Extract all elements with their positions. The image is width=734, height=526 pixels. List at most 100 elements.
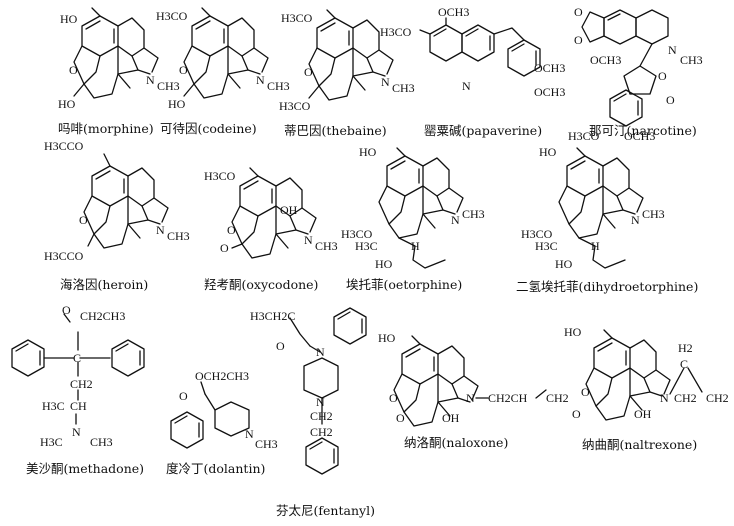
label-codeine-0: H3CO <box>156 9 188 23</box>
label-papaverine-1: OCH3 <box>438 5 469 19</box>
label-naltrexone-1: H2 <box>678 341 693 355</box>
label-oetorphine-4: H3C <box>355 239 378 253</box>
structure-naltrexone: HO H2 C N CH2 CH2 O OH O <box>564 325 729 421</box>
label-fentanyl-4: CH2 <box>310 409 333 423</box>
caption-dolantin: 度冷丁(dolantin) <box>166 461 266 476</box>
structure-papaverine: H3CO OCH3 OCH3 OCH3 N <box>380 5 565 99</box>
label-dihydroetorphine-5: H <box>591 239 600 253</box>
label-papaverine-3: OCH3 <box>534 85 565 99</box>
caption-narcotine: 那可汀(narcotine) <box>589 123 697 138</box>
label-naltrexone-2: C <box>680 357 688 371</box>
label-methadone-8: CH3 <box>90 435 113 449</box>
label-naltrexone-0: HO <box>564 325 582 339</box>
label-dihydroetorphine-2: CH3 <box>642 207 665 221</box>
label-dolantin-0: OCH2CH3 <box>195 369 249 383</box>
caption-fentanyl: 芬太尼(fentanyl) <box>276 503 375 518</box>
structure-oetorphine: HO N CH3 H3CO H3C H HO <box>341 145 485 271</box>
label-oxycodone-5: O <box>220 241 229 255</box>
label-naltrexone-6: O <box>581 385 590 399</box>
caption-naltrexone: 纳曲酮(naltrexone) <box>582 437 698 452</box>
label-fentanyl-2: N <box>316 345 325 359</box>
label-oxycodone-3: CH3 <box>315 239 338 253</box>
label-morphine-3: CH3 <box>157 79 180 93</box>
label-thebaine-2: N <box>381 75 390 89</box>
label-dihydroetorphine-4: H3C <box>535 239 558 253</box>
label-heroin-2: N <box>156 223 165 237</box>
structure-fentanyl: H3CH2C O N N CH2 CH2 <box>250 307 367 475</box>
label-oetorphine-2: CH3 <box>462 207 485 221</box>
label-dihydroetorphine-1: N <box>631 213 640 227</box>
label-naltrexone-5: CH2 <box>706 391 729 405</box>
label-naloxone-3: CH2 <box>546 391 569 405</box>
label-narcotine-7: H3CO <box>568 129 600 143</box>
label-heroin-0: H3CCO <box>44 139 84 153</box>
label-narcotine-0: O <box>574 5 583 19</box>
label-thebaine-4: O <box>304 65 313 79</box>
label-naloxone-0: HO <box>378 331 396 345</box>
label-oetorphine-1: N <box>451 213 460 227</box>
label-codeine-2: N <box>256 73 265 87</box>
caption-naloxone: 纳洛酮(naloxone) <box>404 435 509 450</box>
label-thebaine-3: CH3 <box>392 81 415 95</box>
label-morphine-0: HO <box>60 12 78 26</box>
label-methadone-6: N <box>72 425 81 439</box>
label-fentanyl-0: H3CH2C <box>250 309 295 323</box>
label-naloxone-4: O <box>389 391 398 405</box>
label-oxycodone-4: O <box>227 223 236 237</box>
label-narcotine-4: CH3 <box>680 53 703 67</box>
label-narcotine-8: OCH3 <box>624 129 655 143</box>
label-methadone-4: CH <box>70 399 87 413</box>
label-dihydroetorphine-3: H3CO <box>521 227 553 241</box>
caption-papaverine: 罂粟碱(papaverine) <box>424 123 543 138</box>
label-methadone-5: H3C <box>42 399 65 413</box>
label-narcotine-1: O <box>574 33 583 47</box>
label-oxycodone-1: OH <box>280 203 298 217</box>
label-naltrexone-4: CH2 <box>674 391 697 405</box>
label-methadone-7: H3C <box>40 435 63 449</box>
label-dihydroetorphine-0: HO <box>539 145 557 159</box>
structure-methadone: O CH2CH3 C CH2 CH H3C N H3C CH3 <box>11 303 145 449</box>
label-naloxone-1: N <box>466 391 475 405</box>
label-naloxone-2: CH2CH <box>488 391 528 405</box>
label-naloxone-5: OH <box>442 411 460 425</box>
label-oetorphine-0: HO <box>359 145 377 159</box>
label-dolantin-3: CH3 <box>255 437 278 451</box>
structure-dihydroetorphine: HO N CH3 H3CO H3C H HO <box>521 145 665 271</box>
label-heroin-3: CH3 <box>167 229 190 243</box>
label-fentanyl-1: O <box>276 339 285 353</box>
label-methadone-2: C <box>73 351 81 365</box>
caption-dihydroetorphine: 二氢埃托菲(dihydroetorphine) <box>516 279 699 294</box>
label-thebaine-1: H3CO <box>279 99 311 113</box>
label-narcotine-3: N <box>668 43 677 57</box>
caption-codeine: 可待因(codeine) <box>160 121 257 136</box>
label-fentanyl-5: CH2 <box>310 425 333 439</box>
label-heroin-1: H3CCO <box>44 249 84 263</box>
label-methadone-1: CH2CH3 <box>80 309 125 323</box>
label-oetorphine-3: H3CO <box>341 227 373 241</box>
structure-heroin: H3CCO H3CCO N CH3 O <box>44 139 190 263</box>
label-papaverine-0: H3CO <box>380 25 412 39</box>
structure-dolantin: OCH2CH3 O N CH3 <box>170 369 278 451</box>
label-naltrexone-7: OH <box>634 407 652 421</box>
label-codeine-3: CH3 <box>267 79 290 93</box>
label-codeine-4: O <box>179 63 188 77</box>
label-methadone-0: O <box>62 303 71 317</box>
label-papaverine-4: N <box>462 79 471 93</box>
caption-morphine: 吗啡(morphine) <box>58 121 154 136</box>
structure-narcotine: O O OCH3 N CH3 O O H3CO OCH3 <box>568 5 703 143</box>
caption-thebaine: 蒂巴因(thebaine) <box>284 123 387 138</box>
label-codeine-1: HO <box>168 97 186 111</box>
label-methadone-3: CH2 <box>70 377 93 391</box>
label-morphine-1: HO <box>58 97 76 111</box>
label-naloxone-6: O <box>396 411 405 425</box>
structure-naloxone: HO N CH2CH CH2 O OH O <box>378 331 569 427</box>
label-oxycodone-2: N <box>304 233 313 247</box>
label-papaverine-2: OCH3 <box>534 61 565 75</box>
label-narcotine-5: O <box>658 69 667 83</box>
label-thebaine-0: H3CO <box>281 11 313 25</box>
label-oetorphine-6: HO <box>375 257 393 271</box>
structure-codeine: H3CO HO N CH3 O <box>156 7 290 111</box>
caption-oxycodone: 羟考酮(oxycodone) <box>204 277 319 292</box>
label-morphine-2: N <box>146 73 155 87</box>
caption-oetorphine: 埃托菲(oetorphine) <box>346 277 463 292</box>
